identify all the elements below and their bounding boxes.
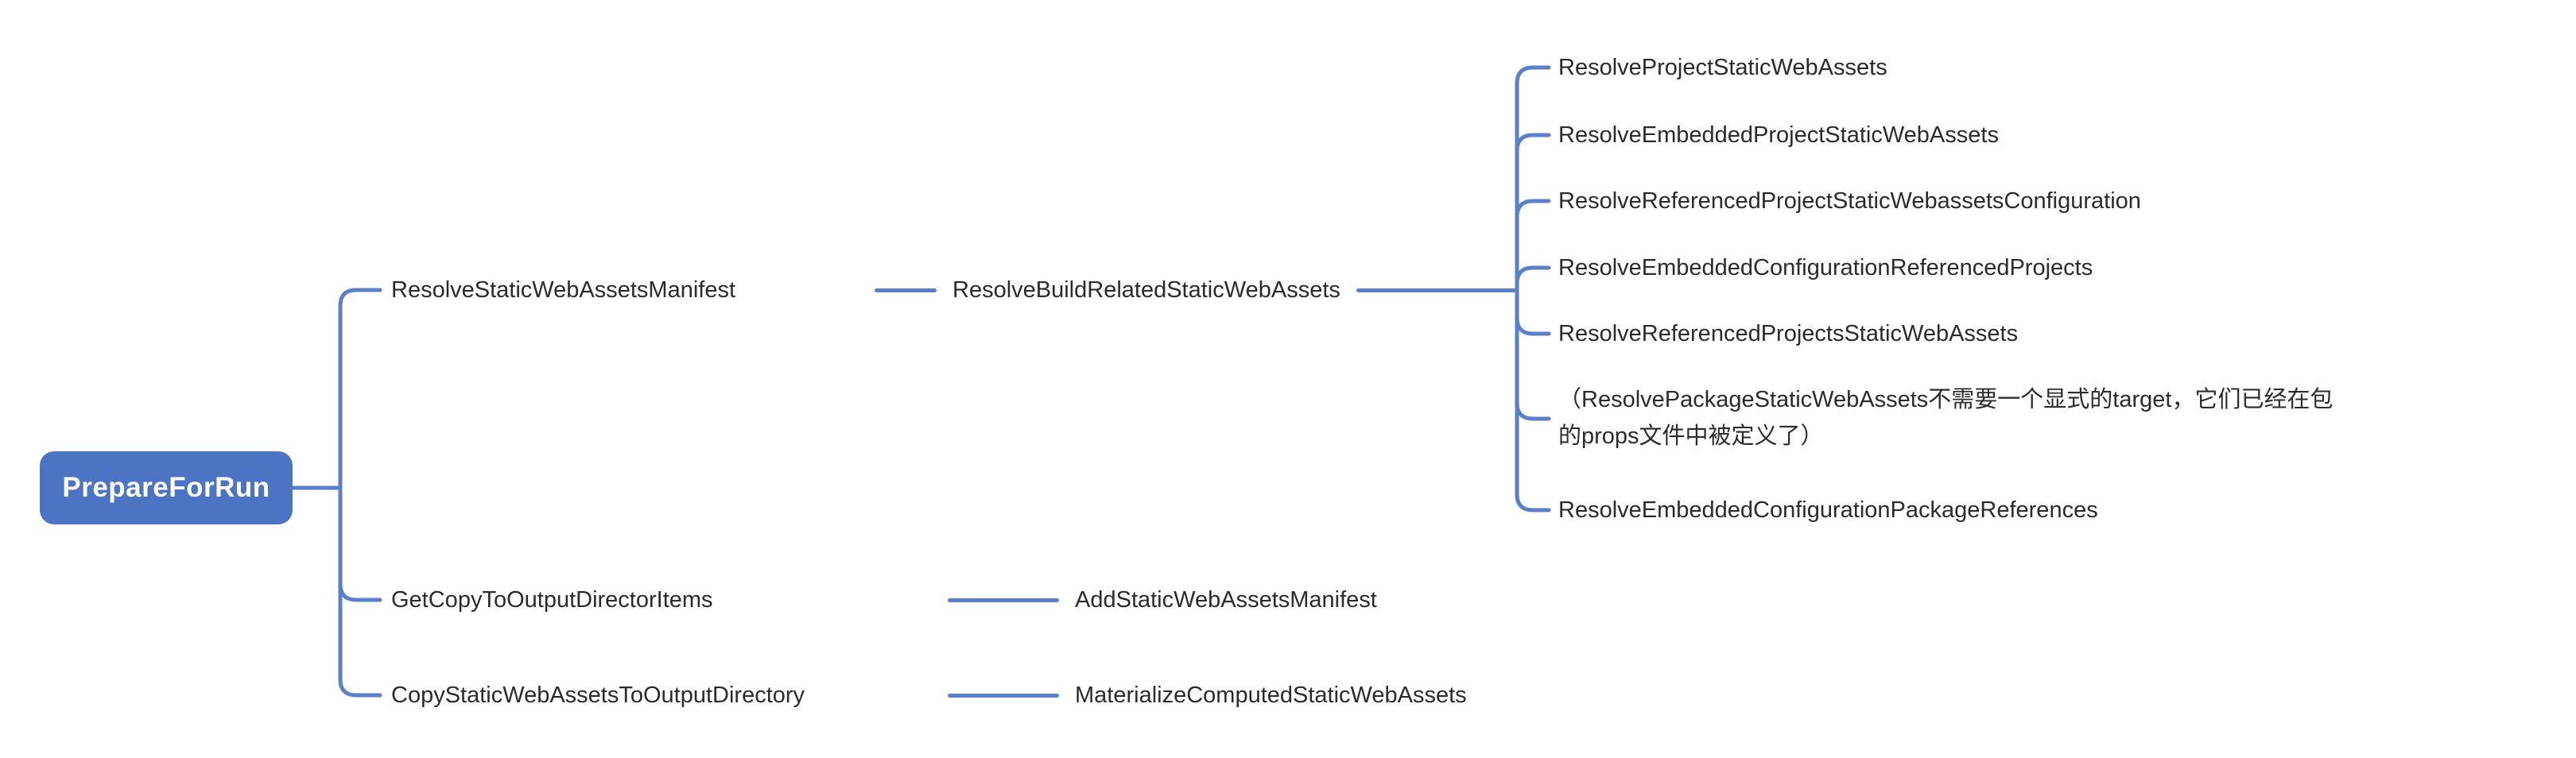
connector-trunk2-elbow-child6 — [1515, 400, 1551, 421]
leaf-row-7: ResolveEmbeddedConfigurationPackageRefer… — [1558, 493, 2098, 528]
topic-copy-static-web-assets-to-output-directory[interactable]: CopyStaticWebAssetsToOutputDirectory — [391, 682, 805, 708]
branch-row-1: ResolveStaticWebAssetsManifest ResolveBu… — [391, 273, 1517, 307]
root-topic-prepareforrun[interactable]: PrepareForRun — [40, 451, 293, 524]
topic-materialize-computed-static-web-assets[interactable]: MaterializeComputedStaticWebAssets — [1075, 682, 1467, 708]
branch2-dash-connector — [948, 598, 1059, 602]
topic-resolve-referenced-project-static-webassets-configuration[interactable]: ResolveReferencedProjectStaticWebassetsC… — [1558, 188, 2141, 214]
connector-trunk2-down-child7 — [1515, 288, 1551, 512]
connector-trunk1-down-branch3 — [338, 485, 382, 698]
branch-row-2: GetCopyToOutputDirectorItems AddStaticWe… — [391, 582, 1377, 617]
connector-trunk2-up-child1 — [1515, 65, 1551, 292]
topic-resolve-package-static-web-assets-note[interactable]: （ResolvePackageStaticWebAssets不需要一个显式的ta… — [1558, 387, 2334, 449]
leaf-row-4: ResolveEmbeddedConfigurationReferencedPr… — [1558, 250, 2093, 285]
topic-resolve-build-related-static-web-assets[interactable]: ResolveBuildRelatedStaticWebAssets — [952, 277, 1340, 303]
connector-trunk2-elbow-child5 — [1515, 315, 1551, 336]
branch1-trunk-connector — [1356, 288, 1517, 292]
leaf-row-2: ResolveEmbeddedProjectStaticWebAssets — [1558, 118, 1999, 153]
topic-resolve-static-web-assets-manifest[interactable]: ResolveStaticWebAssetsManifest — [391, 277, 736, 303]
root-topic-label: PrepareForRun — [62, 472, 270, 503]
topic-resolve-embedded-configuration-referenced-projects[interactable]: ResolveEmbeddedConfigurationReferencedPr… — [1558, 254, 2093, 280]
branch-row-3: CopyStaticWebAssetsToOutputDirectory Mat… — [391, 678, 1467, 713]
connector-trunk1-elbow-branch2 — [338, 582, 382, 602]
topic-resolve-project-static-web-assets[interactable]: ResolveProjectStaticWebAssets — [1558, 54, 1887, 80]
leaf-row-1: ResolveProjectStaticWebAssets — [1558, 50, 1887, 85]
connector-trunk2-elbow-child3 — [1515, 199, 1551, 219]
topic-resolve-embedded-project-static-web-assets[interactable]: ResolveEmbeddedProjectStaticWebAssets — [1558, 122, 1999, 148]
topic-resolve-referenced-projects-static-web-assets[interactable]: ResolveReferencedProjectsStaticWebAssets — [1558, 320, 2019, 346]
topic-resolve-embedded-configuration-package-references[interactable]: ResolveEmbeddedConfigurationPackageRefer… — [1558, 497, 2098, 523]
topic-get-copy-to-output-director-items[interactable]: GetCopyToOutputDirectorItems — [391, 586, 713, 613]
branch1-dash-connector — [875, 288, 937, 292]
connector-trunk2-elbow-child4 — [1515, 265, 1551, 286]
leaf-row-3: ResolveReferencedProjectStaticWebassetsC… — [1558, 184, 2141, 219]
branch3-dash-connector — [948, 693, 1059, 698]
connector-trunk1-up-branch1 — [338, 288, 382, 490]
topic-add-static-web-assets-manifest[interactable]: AddStaticWebAssetsManifest — [1075, 586, 1377, 613]
connector-trunk2-elbow-child2 — [1515, 133, 1551, 153]
leaf-row-5: ResolveReferencedProjectsStaticWebAssets — [1558, 316, 2018, 351]
